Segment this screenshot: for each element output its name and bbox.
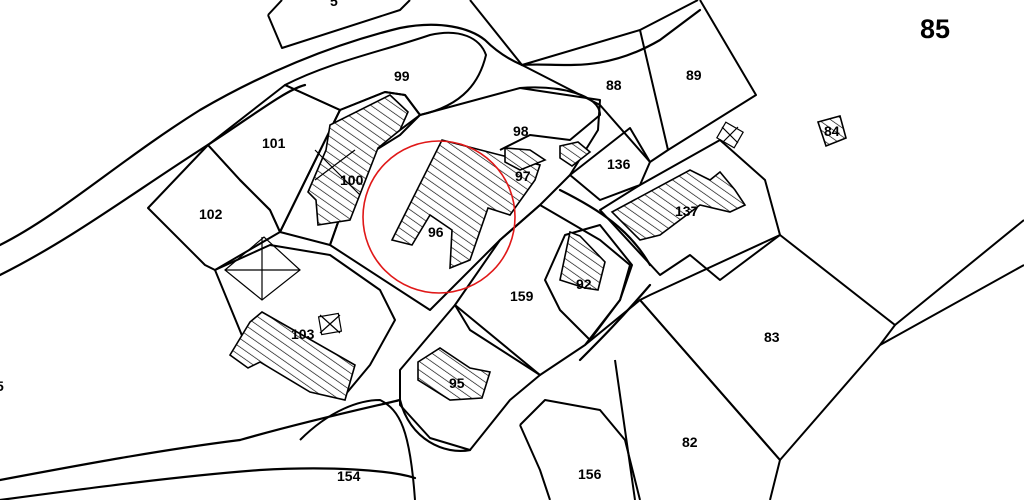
parcel-92 [544,224,633,341]
building-92 [559,230,606,291]
building-103 [228,311,356,401]
label-83: 83 [764,329,780,345]
label-136: 136 [607,156,631,172]
label-98: 98 [513,123,529,139]
sheet-number: 85 [920,14,950,44]
label-156: 156 [578,466,602,482]
parcel-boundaries [147,0,1024,500]
label-95: 95 [449,375,465,391]
label-103: 103 [291,326,315,342]
parcel-88-89 [469,0,757,163]
parcel-102 [147,144,281,271]
parcel-154 [299,399,416,500]
parcel-95 [399,304,541,451]
roads [0,8,702,500]
buildings [228,94,847,401]
road-upper-left-edge-inner [0,83,307,277]
road-middle [558,188,652,267]
boundary-markers [224,121,744,336]
parcel-83 [639,234,896,461]
label-89: 89 [686,67,702,83]
label-101: 101 [262,135,286,151]
parcel-156 [519,399,641,500]
label-96: 96 [428,224,444,240]
highlight-circle [362,140,516,294]
label-84: 84 [824,123,840,139]
parcel-82 [584,299,781,500]
building-98-small [559,141,592,167]
parcel-5-top [267,0,411,49]
parcel-100 [279,91,421,246]
parcel-83-right [879,219,1024,346]
cross-box-103 [317,312,343,336]
label-99: 99 [394,68,410,84]
label-102: 102 [199,206,223,222]
road-right-diagonal [578,283,652,362]
road-upper-left-edge [0,23,524,247]
road-bottom-left [0,438,242,482]
label-154: 154 [337,468,361,484]
parcel-136 [569,127,651,201]
road-lower-curve [238,398,472,452]
building-84 [816,115,847,148]
label-88: 88 [606,77,622,93]
road-upper-right-edge [520,8,702,67]
label-97: 97 [515,168,531,184]
cross-box-near-84 [716,121,744,149]
label-82: 82 [682,434,698,450]
parcel-labels: 5 5 99 88 89 101 98 84 136 100 97 137 10… [0,0,840,484]
building-137 [610,169,747,241]
cross-box-large [224,236,301,301]
building-98 [504,147,547,171]
label-137: 137 [675,203,699,219]
building-95 [417,347,492,401]
building-99-100 [307,94,409,226]
label-92: 92 [576,276,592,292]
parcel-98-97 [499,86,601,151]
label-159: 159 [510,288,534,304]
parcel-99 [284,31,487,116]
cross-box-100 [314,149,361,196]
label-5-top: 5 [330,0,338,9]
parcel-137 [599,139,781,281]
label-5-left: 5 [0,378,4,394]
label-100: 100 [340,172,364,188]
road-bottom-left-2 [0,467,417,500]
building-96-97 [390,139,542,270]
